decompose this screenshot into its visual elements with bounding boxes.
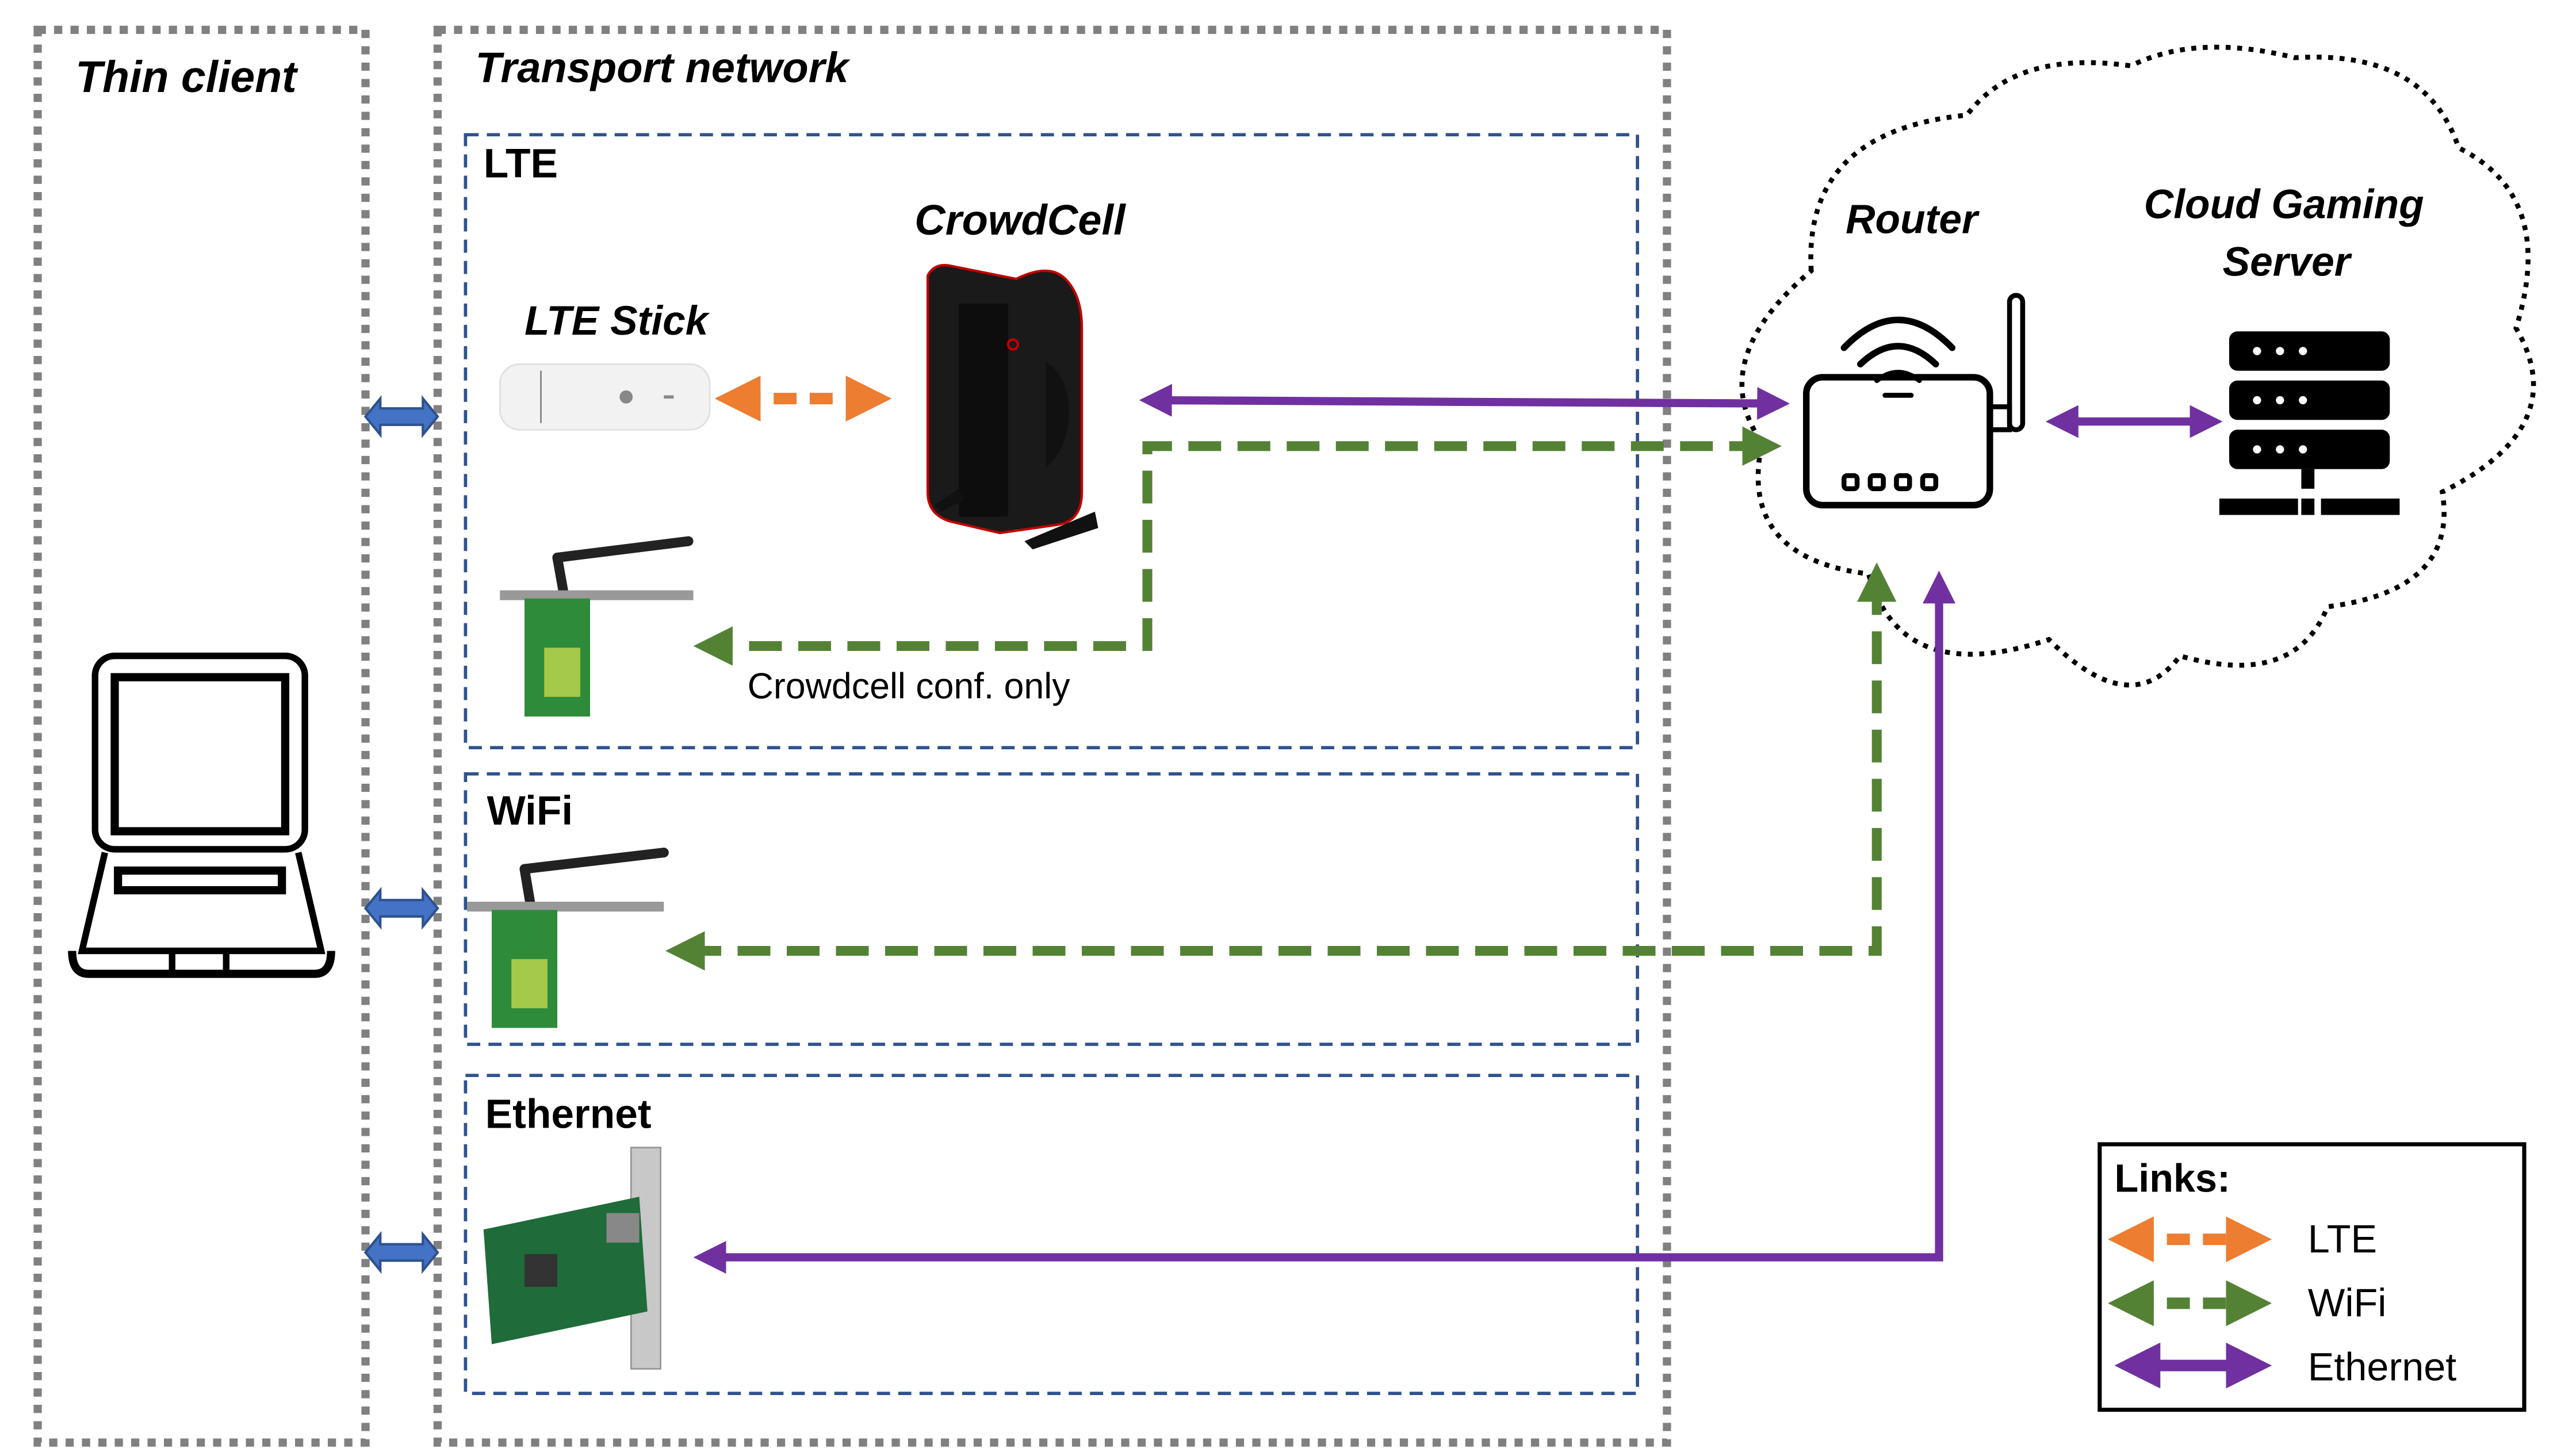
router-label: Router: [1846, 196, 1980, 242]
thin-client-box: [33, 25, 370, 1447]
server-rack-icon: [2219, 331, 2400, 515]
lte-stick-label: LTE Stick: [525, 298, 710, 344]
interface-arrow-wifi: [363, 887, 439, 930]
small-cell-icon: [926, 264, 1098, 550]
link-wifi-router: [665, 562, 1897, 971]
wifi-title: WiFi: [487, 788, 573, 834]
interface-arrow-lte: [363, 395, 439, 438]
cloud-gaming-server-label-2: Server: [2223, 239, 2352, 285]
link-ethernet-crowdcell-router: [1139, 384, 1790, 420]
usb-modem-icon: [499, 363, 711, 431]
legend-label-wifi: WiFi: [2308, 1281, 2387, 1325]
cloud-gaming-server-label-1: Cloud Gaming: [2144, 182, 2424, 228]
transport-network-title: Transport network: [476, 44, 851, 91]
thin-client-title: Thin client: [75, 52, 298, 102]
laptop-icon: [68, 652, 335, 978]
link-ethernet-router: [693, 570, 1956, 1274]
link-wifi-crowdcell-conf: [693, 426, 1782, 666]
wifi-router-icon: [1803, 293, 2026, 509]
legend-label-ethernet: Ethernet: [2308, 1345, 2456, 1389]
wifi-pcie-card-icon: [500, 536, 694, 717]
legend-title: Links:: [2114, 1157, 2230, 1201]
ethernet-title: Ethernet: [485, 1091, 652, 1137]
wifi-pcie-card-icon: [467, 848, 669, 1028]
ethernet-nic-icon: [483, 1147, 661, 1370]
legend-label-lte: LTE: [2308, 1217, 2377, 1261]
crowdcell-note: Crowdcell conf. only: [748, 666, 1071, 707]
cloud-outline-icon: [1739, 44, 2536, 688]
lte-title: LTE: [484, 140, 558, 186]
crowdcell-label: CrowdCell: [914, 196, 1126, 244]
interface-arrow-ethernet: [363, 1231, 439, 1274]
legend: Links: LTE WiFi Ethernet: [2097, 1142, 2527, 1412]
